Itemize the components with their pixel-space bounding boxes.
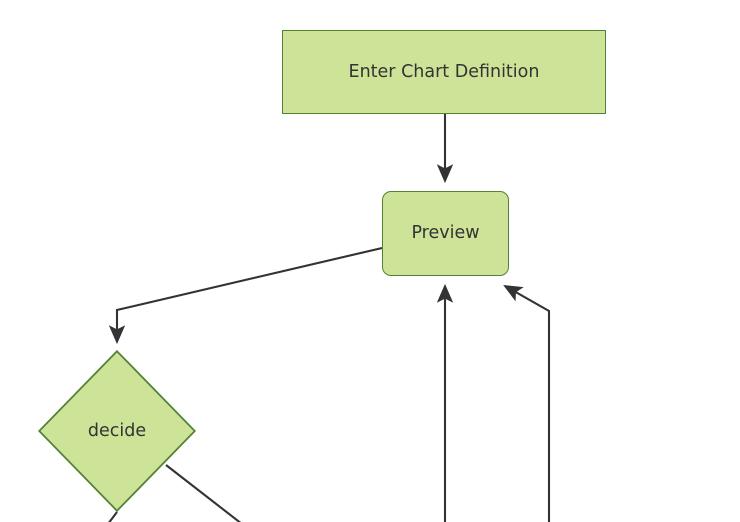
edge-preview-to-decide — [108, 246, 383, 345]
node-decide[interactable]: decide — [38, 350, 196, 512]
node-label-preview: Preview — [411, 223, 480, 243]
diamond-shape — [38, 350, 196, 512]
edge-decide-down-left — [108, 511, 118, 522]
node-label-enter-chart-definition: Enter Chart Definition — [348, 61, 540, 82]
node-enter-chart-definition[interactable]: Enter Chart Definition — [282, 30, 606, 114]
node-preview[interactable]: Preview — [382, 191, 509, 276]
node-label-decide: decide — [87, 421, 147, 441]
edge-decide-down-right — [165, 464, 242, 522]
edge-bottom-to-preview-angled — [503, 284, 551, 522]
